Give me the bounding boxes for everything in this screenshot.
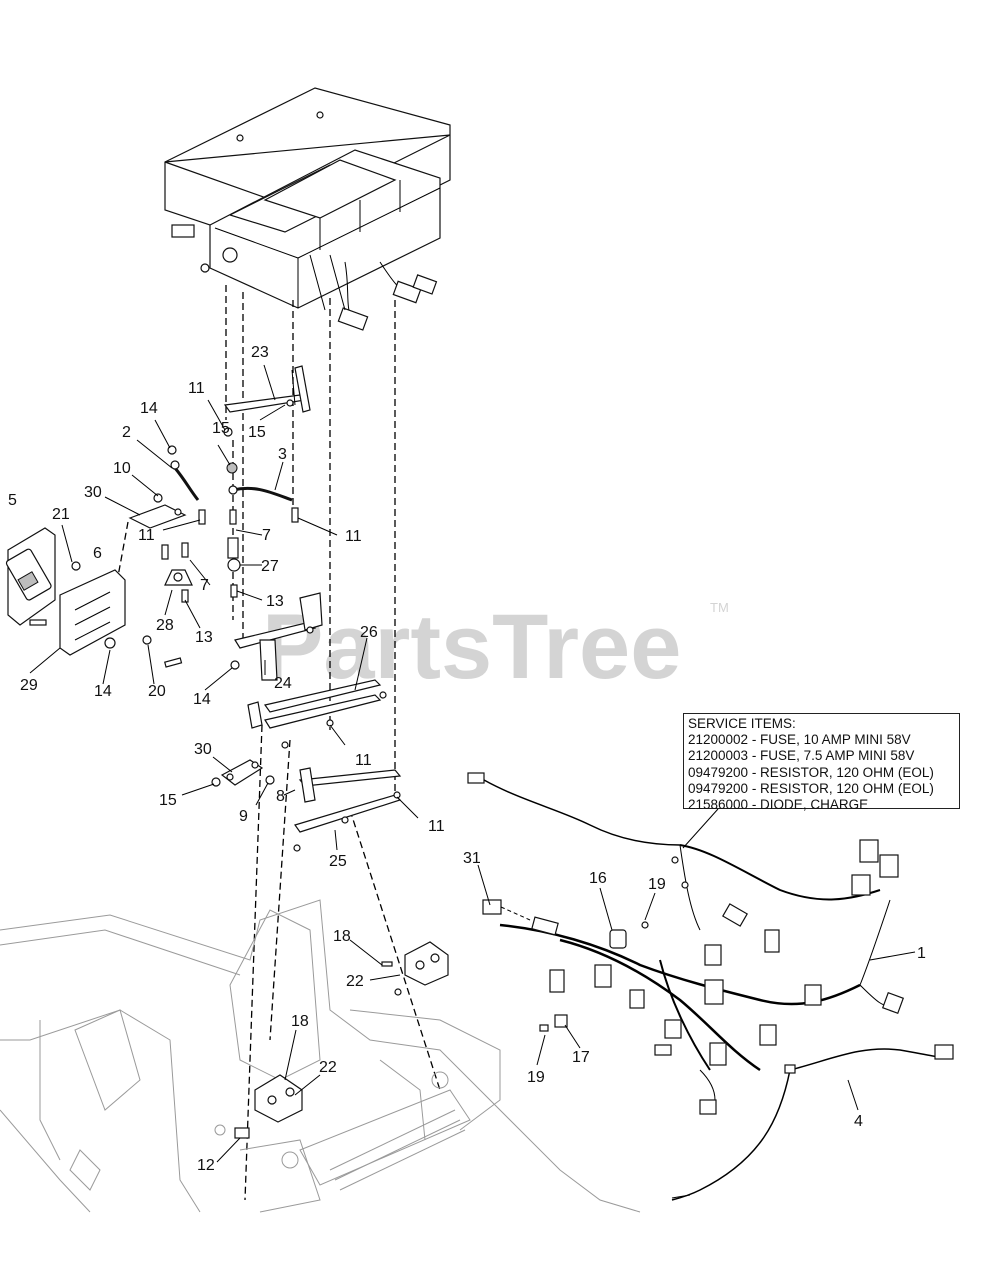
callout-24: 24 [274, 675, 292, 692]
callout-9: 9 [239, 808, 248, 825]
callout-17: 17 [572, 1049, 590, 1066]
callout-13a: 13 [266, 593, 284, 610]
callout-31: 31 [463, 850, 481, 867]
callout-11a: 11 [188, 380, 205, 397]
callout-19a: 19 [648, 876, 666, 893]
callout-11e: 11 [428, 818, 445, 835]
callout-14c: 14 [193, 691, 211, 708]
callout-25: 25 [329, 853, 347, 870]
fasteners [29, 427, 401, 799]
service-item: 09479200 - RESISTOR, 120 OHM (EOL) [688, 764, 934, 780]
service-items-box: SERVICE ITEMS: 21200002 - FUSE, 10 AMP M… [683, 713, 960, 812]
callout-3: 3 [278, 446, 287, 463]
display-and-bracket [5, 527, 126, 656]
callout-22a: 22 [346, 973, 364, 990]
callout-23: 23 [251, 344, 269, 361]
callout-18b: 18 [291, 1013, 309, 1030]
bracket-26 [247, 679, 387, 749]
bracket-24 [234, 592, 323, 681]
callout-15b: 15 [212, 420, 230, 437]
callout-12: 12 [197, 1157, 215, 1174]
assembly-guide-lines [109, 285, 441, 1201]
callout-14b: 14 [94, 683, 112, 700]
callout-15a: 15 [248, 424, 266, 441]
callout-11c: 11 [345, 528, 362, 545]
watermark-trademark: TM [710, 600, 729, 615]
relay-assemblies [234, 941, 449, 1139]
callout-7a: 7 [262, 527, 271, 544]
callout-11b: 11 [138, 527, 155, 544]
callout-29: 29 [20, 677, 38, 694]
service-item: 21586000 - DIODE, CHARGE [688, 797, 869, 813]
callout-15c: 15 [159, 792, 177, 809]
callout-22b: 22 [319, 1059, 337, 1076]
callout-30b: 30 [194, 741, 212, 758]
callout-8: 8 [276, 788, 285, 805]
bracket-25 [293, 767, 402, 852]
callout-19b: 19 [527, 1069, 545, 1086]
callout-28: 28 [156, 617, 174, 634]
callout-2: 2 [122, 424, 131, 441]
wiring-harness [467, 772, 954, 1201]
callout-5: 5 [8, 492, 17, 509]
callout-labels: 1 2 3 4 5 6 7 7 8 9 10 11 11 11 11 11 11… [8, 344, 926, 1174]
callout-4: 4 [854, 1113, 863, 1130]
bracket-23 [223, 365, 311, 413]
cable-parts [128, 460, 293, 786]
callout-11d: 11 [355, 752, 372, 769]
service-item: 09479200 - RESISTOR, 120 OHM (EOL) [688, 780, 934, 796]
controller-box-assembly [164, 87, 451, 331]
callout-6: 6 [93, 545, 102, 562]
callout-27: 27 [261, 558, 279, 575]
service-item: 21200003 - FUSE, 7.5 AMP MINI 58V [688, 748, 915, 764]
callout-14a: 14 [140, 400, 158, 417]
leader-lines [29, 364, 916, 1163]
service-item: 21200002 - FUSE, 10 AMP MINI 58V [688, 732, 911, 748]
callout-16: 16 [589, 870, 607, 887]
callout-21: 21 [52, 506, 70, 523]
callout-30a: 30 [84, 484, 102, 501]
callout-13b: 13 [195, 629, 213, 646]
service-items-heading: SERVICE ITEMS: [688, 716, 796, 731]
callout-1: 1 [917, 945, 926, 962]
callout-20: 20 [148, 683, 166, 700]
callout-26: 26 [360, 624, 378, 641]
callout-18a: 18 [333, 928, 351, 945]
watermark-text: PartsTree [262, 596, 681, 698]
vehicle-frame [0, 899, 641, 1213]
callout-7b: 7 [200, 577, 209, 594]
callout-10: 10 [113, 460, 131, 477]
